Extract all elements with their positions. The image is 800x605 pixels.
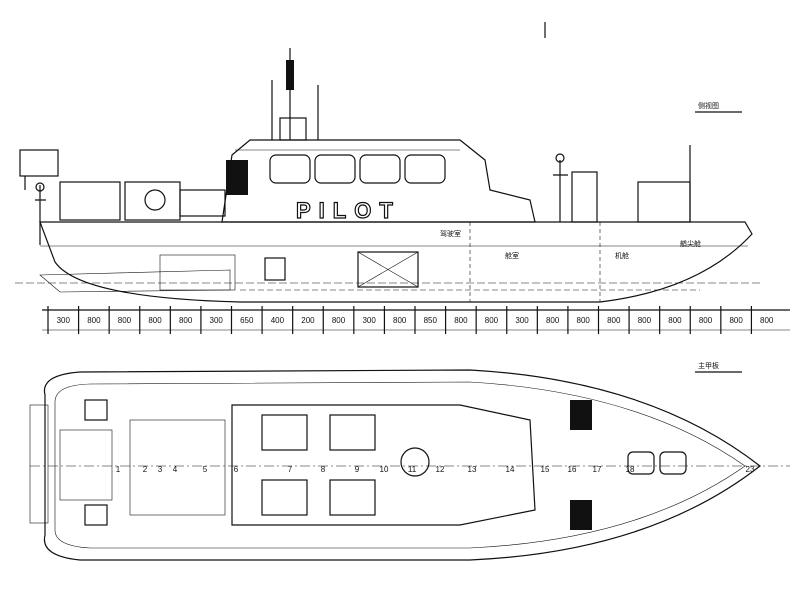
dimension-label: 650	[240, 316, 254, 325]
dimension-label: 800	[699, 316, 713, 325]
dimension-label: 800	[577, 316, 591, 325]
dimension-label: 800	[332, 316, 346, 325]
cabin-plan	[231, 404, 536, 526]
deck-box	[84, 399, 108, 421]
aft-hatch	[59, 429, 113, 501]
aft-door	[226, 160, 248, 195]
frame-number: 23	[746, 465, 755, 474]
dimension-label: 300	[515, 316, 529, 325]
dimension-label: 800	[607, 316, 621, 325]
fore-deck-equipment	[637, 181, 691, 223]
dimension-label: 800	[454, 316, 468, 325]
deck-label: 艏尖舱	[680, 239, 701, 248]
profile-view-label: 侧视图	[698, 101, 719, 110]
crew-figure-head	[35, 182, 45, 192]
dimension-label: 800	[638, 316, 652, 325]
frame-number: 11	[408, 465, 417, 474]
dimension-label: 800	[546, 316, 560, 325]
hull-profile	[39, 221, 753, 303]
frame-number: 12	[436, 465, 445, 474]
seat-group	[329, 479, 376, 516]
seat-group	[329, 414, 376, 451]
fender	[570, 400, 592, 430]
frame-number: 10	[380, 465, 389, 474]
frame-number: 4	[173, 465, 178, 474]
frame-number: 18	[626, 465, 635, 474]
deck-label: 舱室	[505, 251, 519, 260]
crew-figure	[35, 185, 46, 245]
profile-view: 侧视图 PILOT 舱室	[15, 48, 790, 334]
deck-edge	[54, 381, 746, 549]
plan-view-label: 主甲板	[698, 361, 719, 370]
frame-number: 15	[541, 465, 550, 474]
flag	[19, 149, 59, 177]
void-cross	[357, 251, 419, 288]
window	[314, 154, 356, 184]
dimension-label: 800	[668, 316, 682, 325]
dimension-label: 800	[729, 316, 743, 325]
frame-number: 8	[321, 465, 326, 474]
engine	[159, 254, 236, 291]
waterjet	[39, 269, 231, 293]
helm	[400, 447, 430, 477]
frame-number: 16	[568, 465, 577, 474]
frame-number: 6	[234, 465, 239, 474]
frame-number: 14	[506, 465, 515, 474]
fore-hatch	[659, 451, 687, 475]
frame-number: 3	[158, 465, 163, 474]
hull-name: PILOT	[296, 198, 401, 223]
dimension-label: 300	[210, 316, 224, 325]
frame-number: 9	[355, 465, 360, 474]
dimension-label: 800	[179, 316, 193, 325]
frame-number: 2	[143, 465, 148, 474]
radar	[286, 60, 294, 90]
profile-dimension-chain: 300 800 800 800 800 300 650 400 200 800 300 800 850 8…	[47, 306, 774, 334]
dimension-label: 800	[87, 316, 101, 325]
aft-deck-equipment	[124, 181, 181, 221]
deck-box	[84, 504, 108, 526]
tank	[264, 257, 286, 281]
dimension-label: 300	[57, 316, 71, 325]
seat-group	[261, 479, 308, 516]
crew-figure	[553, 160, 568, 222]
hull-plan	[43, 369, 761, 561]
fore-hatch	[627, 451, 655, 475]
void-space	[357, 251, 419, 288]
frame-number: 13	[468, 465, 477, 474]
fore-deck-equipment	[571, 171, 598, 223]
aft-deck-equipment	[59, 181, 121, 221]
frame-number: 7	[288, 465, 293, 474]
dimension-label: 800	[485, 316, 499, 325]
frame-number: 17	[593, 465, 602, 474]
frame-number: 5	[203, 465, 208, 474]
crew-figure-head	[555, 153, 565, 163]
dimension-label: 850	[424, 316, 438, 325]
dimension-label: 800	[148, 316, 162, 325]
transom-platform	[29, 404, 49, 524]
dimension-label: 800	[118, 316, 132, 325]
window	[269, 154, 311, 184]
frame-number: 1	[116, 465, 121, 474]
dimension-label: 800	[393, 316, 407, 325]
engine-hatch	[129, 419, 226, 516]
reel	[144, 189, 166, 211]
dimension-label: 300	[362, 316, 376, 325]
window	[359, 154, 401, 184]
window	[404, 154, 446, 184]
fender	[570, 500, 592, 530]
seat-group	[261, 414, 308, 451]
dimension-label: 400	[271, 316, 285, 325]
dimension-label: 800	[760, 316, 774, 325]
deck-label: 机舱	[615, 251, 629, 260]
deck-label: 驾驶室	[440, 229, 461, 238]
mast-base	[279, 117, 307, 141]
aft-deck-equipment	[179, 189, 226, 217]
dimension-label: 200	[301, 316, 315, 325]
